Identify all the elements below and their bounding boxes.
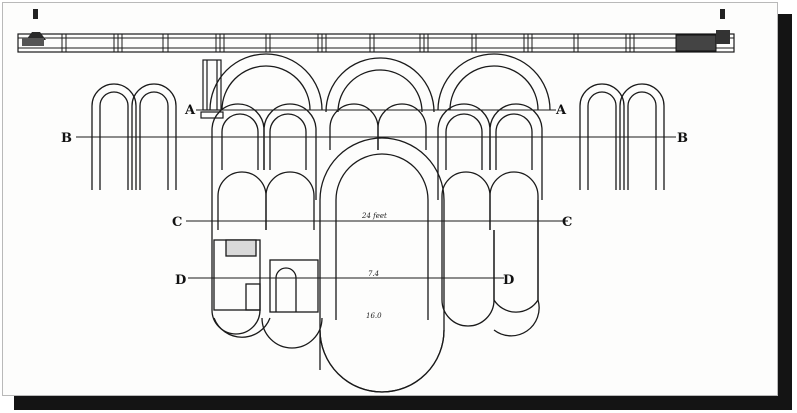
mid-arch-tier: [211, 103, 543, 200]
label-d-left: D: [175, 273, 186, 288]
dimension-bottom: 16.0: [366, 312, 382, 320]
elevation-strip: [17, 33, 735, 53]
dimension-d: 7.4: [368, 270, 379, 278]
right-chimney-icon: [716, 9, 730, 44]
stair-shaft: [200, 59, 224, 119]
lower-body: [211, 137, 540, 393]
section-lines: [76, 109, 676, 279]
label-d-right: D: [503, 273, 514, 288]
frame-shadow-right: [778, 14, 792, 410]
label-a-left: A: [184, 103, 196, 118]
left-chimney-icon: [22, 9, 46, 46]
dimension-c: 24 feet: [361, 212, 387, 220]
upper-arch-row: [91, 53, 665, 190]
label-c-right: C: [562, 215, 572, 230]
label-b-left: B: [61, 131, 72, 146]
frame-shadow-bottom: [14, 396, 792, 410]
drawing-sheet: [2, 2, 778, 396]
label-b-right: B: [677, 131, 688, 146]
label-c-left: C: [172, 215, 182, 230]
label-a-right: A: [555, 103, 567, 118]
